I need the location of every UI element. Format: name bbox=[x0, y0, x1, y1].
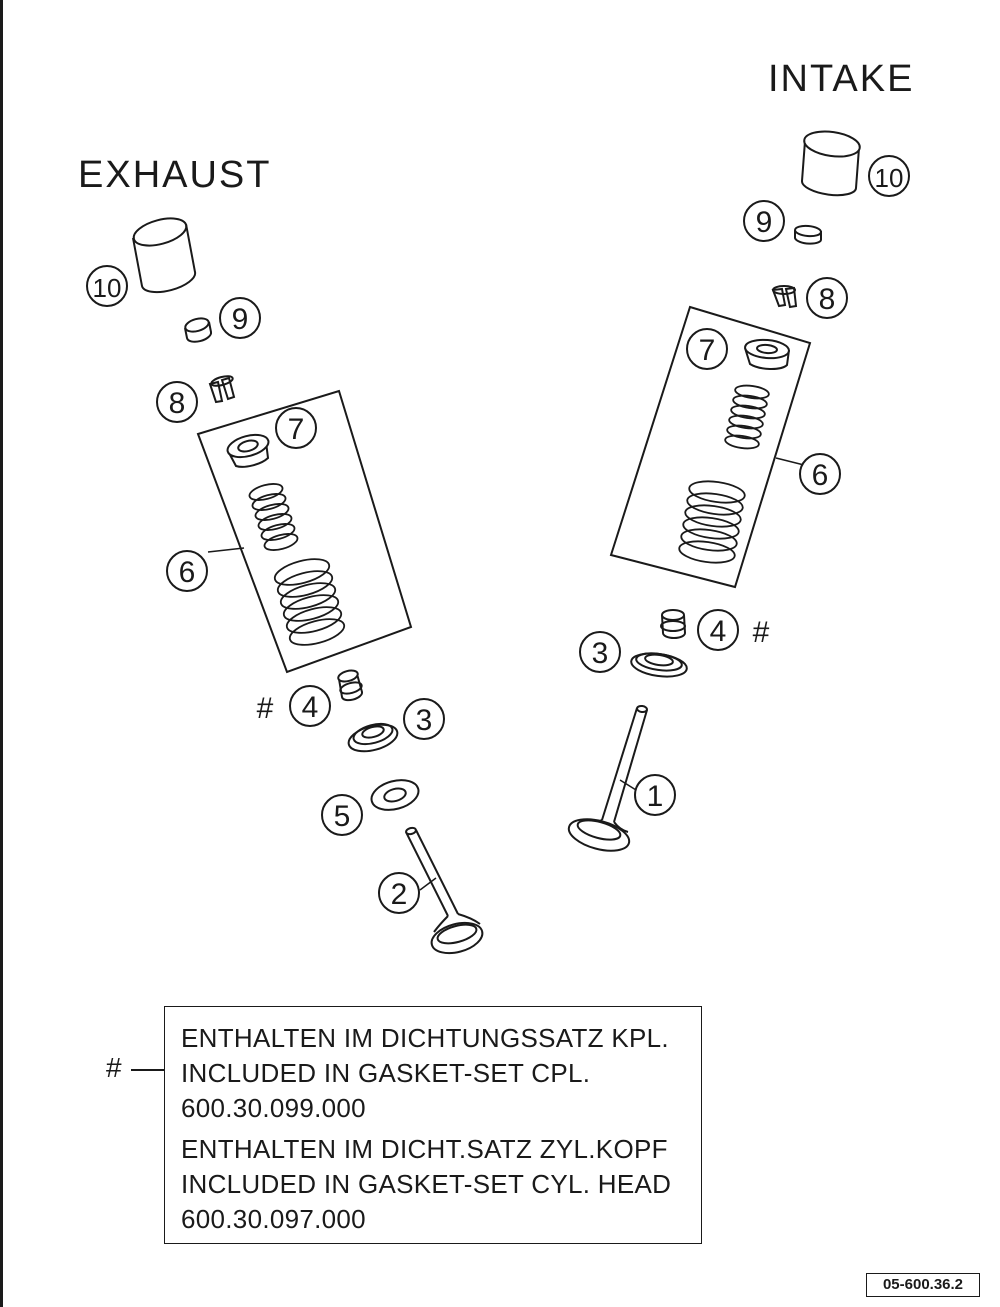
svg-text:2: 2 bbox=[391, 878, 408, 911]
legend-line-en: INCLUDED IN GASKET-SET CYL. HEAD bbox=[181, 1169, 672, 1199]
svg-text:6: 6 bbox=[812, 459, 829, 492]
legend-part-number: 600.30.099.000 bbox=[181, 1093, 366, 1123]
intake-spring-seat bbox=[630, 652, 688, 678]
exhaust-valve-bucket bbox=[132, 217, 197, 294]
exhaust-valve-part bbox=[405, 826, 484, 955]
svg-text:7: 7 bbox=[699, 334, 716, 367]
callout-intake-4: 4 # bbox=[697, 609, 770, 651]
callout-exhaust-5: 5 bbox=[321, 794, 363, 836]
exhaust-inner-spring bbox=[248, 483, 299, 551]
svg-text:8: 8 bbox=[819, 283, 836, 316]
exhaust-shim bbox=[184, 317, 213, 343]
intake-inner-spring bbox=[724, 384, 770, 450]
heading-exhaust: EXHAUST bbox=[78, 154, 272, 196]
callout-intake-4-mark: # bbox=[753, 616, 770, 649]
exhaust-washer bbox=[370, 779, 420, 811]
callout-exhaust-8: 8 bbox=[156, 381, 198, 423]
callout-exhaust-6: 6 bbox=[166, 550, 208, 592]
legend-group-cylinder-head-set: ENTHALTEN IM DICHT.SATZ ZYL.KOPF INCLUDE… bbox=[181, 1132, 701, 1237]
svg-text:10: 10 bbox=[93, 273, 122, 303]
page-code-label: 05-600.36.2 bbox=[866, 1273, 980, 1297]
callout-exhaust-10: 10 bbox=[86, 265, 128, 307]
intake-spring-set-frame bbox=[609, 305, 812, 589]
exhaust-valve-cotter bbox=[208, 375, 236, 404]
exhaust-spring-seat bbox=[347, 722, 399, 753]
intake-outer-spring bbox=[678, 480, 746, 564]
intake-valve-spring-retainer bbox=[744, 338, 790, 370]
callout-intake-6: 6 bbox=[799, 453, 841, 495]
callout-intake-3: 3 bbox=[579, 631, 621, 673]
callout-intake-9: 9 bbox=[743, 200, 785, 242]
intake-assembly bbox=[567, 130, 861, 852]
legend-box: ENTHALTEN IM DICHTUNGSSATZ KPL. INCLUDED… bbox=[164, 1006, 702, 1244]
legend-line-de: ENTHALTEN IM DICHT.SATZ ZYL.KOPF bbox=[181, 1134, 668, 1164]
legend-line-de: ENTHALTEN IM DICHTUNGSSATZ KPL. bbox=[181, 1023, 669, 1053]
svg-text:5: 5 bbox=[334, 800, 351, 833]
legend-part-number: 600.30.097.000 bbox=[181, 1204, 366, 1234]
callout-exhaust-9: 9 bbox=[219, 297, 261, 339]
legend-marker: # bbox=[106, 1052, 122, 1083]
svg-text:9: 9 bbox=[232, 303, 249, 336]
svg-text:8: 8 bbox=[169, 387, 186, 420]
intake-valve-part bbox=[567, 704, 648, 852]
callout-layer: 10 9 8 7 6 4 # 3 1 bbox=[86, 155, 910, 914]
callout-intake-10: 10 bbox=[868, 155, 910, 197]
callout-exhaust-7: 7 bbox=[275, 407, 317, 449]
callout-intake-1: 1 bbox=[634, 774, 676, 816]
legend-line-en: INCLUDED IN GASKET-SET CPL. bbox=[181, 1058, 591, 1088]
exhaust-valve-stem-seal bbox=[337, 669, 364, 702]
page-border-left bbox=[0, 0, 3, 1307]
heading-intake: INTAKE bbox=[768, 58, 915, 100]
intake-shim bbox=[794, 224, 823, 245]
svg-text:4: 4 bbox=[710, 615, 727, 648]
callout-exhaust-4-mark: # bbox=[257, 692, 274, 725]
callout-intake-8: 8 bbox=[806, 277, 848, 319]
callout-exhaust-3: 3 bbox=[403, 698, 445, 740]
svg-text:9: 9 bbox=[756, 206, 773, 239]
callout-intake-7: 7 bbox=[686, 328, 728, 370]
exhaust-valve-spring-retainer bbox=[226, 433, 270, 468]
legend-leader-line bbox=[131, 1069, 164, 1071]
svg-text:7: 7 bbox=[288, 413, 305, 446]
legend-group-complete-set: ENTHALTEN IM DICHTUNGSSATZ KPL. INCLUDED… bbox=[181, 1021, 701, 1126]
svg-text:6: 6 bbox=[179, 556, 196, 589]
intake-valve-stem-seal bbox=[660, 609, 687, 639]
callout-exhaust-2: 2 bbox=[378, 872, 420, 914]
svg-text:10: 10 bbox=[875, 163, 904, 193]
svg-text:3: 3 bbox=[592, 637, 609, 670]
svg-text:1: 1 bbox=[647, 780, 664, 813]
callout-exhaust-4: # 4 bbox=[257, 685, 331, 727]
exploded-view-drawing bbox=[132, 130, 861, 955]
exhaust-spring-set-frame bbox=[196, 389, 413, 674]
intake-valve-cotter bbox=[771, 285, 798, 309]
svg-text:3: 3 bbox=[416, 704, 433, 737]
intake-valve-bucket bbox=[800, 130, 861, 197]
exhaust-assembly bbox=[132, 217, 484, 955]
exhaust-outer-spring bbox=[273, 558, 346, 646]
svg-text:4: 4 bbox=[302, 691, 319, 724]
